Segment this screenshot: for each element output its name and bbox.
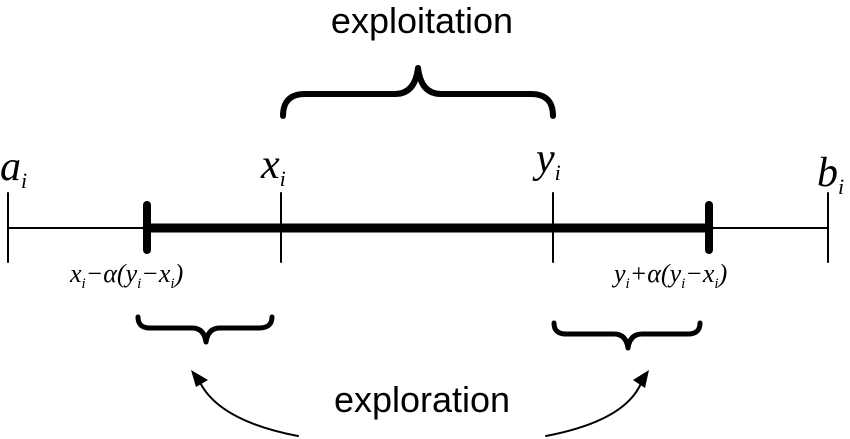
exploration-arrow-left [197,377,299,437]
label-x-i: xi [260,142,286,191]
exploitation-brace [280,65,556,119]
exploration-arrow-right [545,377,644,437]
exploration-brace-left [135,314,275,345]
formula-right: yi+α(yi−xi) [611,259,727,292]
label-a-i: ai [0,144,27,193]
label-b-i: bi [817,150,844,199]
arrow-head-left-icon [191,370,208,387]
formula-left: xi−α(yi−xi) [69,259,183,292]
arrow-head-right-icon [633,370,649,388]
exploration-label: exploration [334,379,510,420]
label-y-i: yi [532,136,561,185]
exploration-brace-right [551,320,703,351]
exploitation-label: exploitation [331,0,513,41]
